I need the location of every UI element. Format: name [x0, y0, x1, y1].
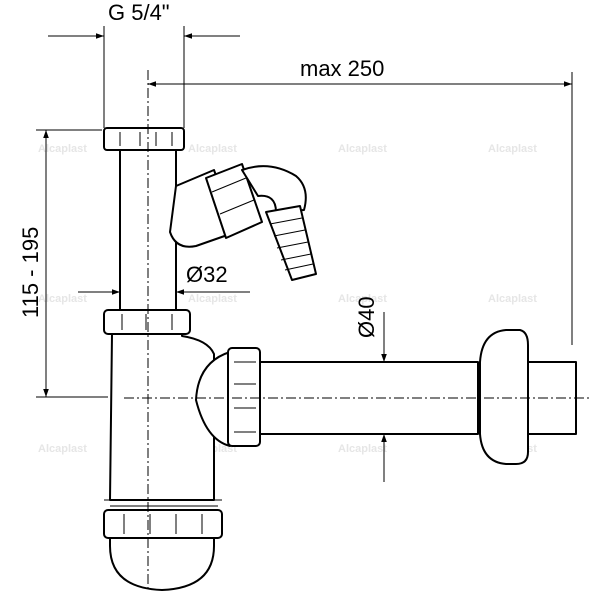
dimension-thread-size: G 5/4" [48, 0, 240, 128]
side-branch-nut [205, 163, 263, 239]
watermark-text: Alcaplast [188, 293, 237, 305]
bowl-nut [103, 509, 223, 539]
watermark-text: Alcaplast [338, 293, 387, 305]
watermark-text: Alcaplast [488, 143, 537, 155]
siphon-body [103, 127, 577, 591]
trap-bowl [109, 333, 215, 501]
hose-connector [265, 205, 317, 281]
outlet-nut [227, 347, 261, 447]
thread-size-label: G 5/4" [108, 0, 170, 25]
watermark-text: Alcaplast [338, 143, 387, 155]
watermark-text: Alcaplast [488, 293, 537, 305]
watermark-text: Alcaplast [38, 443, 87, 455]
outlet-diameter-label: Ø40 [354, 296, 379, 338]
top-nut [103, 127, 185, 151]
wall-rosette [479, 329, 529, 465]
watermark-text: Alcaplast [38, 293, 87, 305]
dimension-max-length: max 250 [148, 56, 573, 345]
hose-elbow [241, 165, 307, 213]
height-range-label: 115 - 195 [18, 227, 43, 318]
dimension-outlet-diameter: Ø40 [354, 296, 387, 482]
dimension-height-range: 115 - 195 [18, 129, 108, 398]
middle-nut [103, 309, 191, 335]
inlet-diameter-label: Ø32 [186, 262, 228, 287]
watermark-text: Alcaplast [188, 143, 237, 155]
bowl-cap [109, 537, 215, 591]
watermark-text: Alcaplast [338, 443, 387, 455]
watermark-text: Alcaplast [38, 143, 87, 155]
dimension-inlet-diameter: Ø32 [78, 262, 250, 295]
max-length-label: max 250 [300, 56, 384, 81]
watermark-layer: Alcaplast Alcaplast Alcaplast Alcaplast … [38, 143, 537, 455]
